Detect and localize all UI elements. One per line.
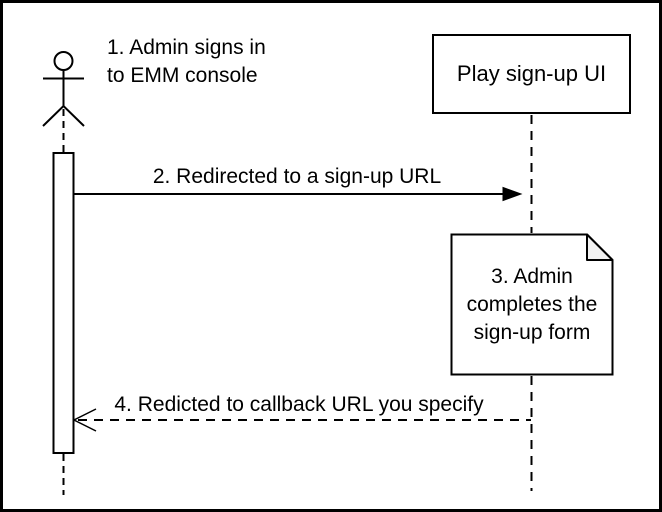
actor-head	[53, 51, 74, 71]
message-label-admin-signin-line2: to EMM console	[107, 64, 258, 87]
note-body	[450, 233, 614, 376]
message-label-admin-signin: 1. Admin signs in to EMM console	[107, 34, 266, 90]
actor-icon	[42, 51, 85, 127]
open-arrowhead-icon	[72, 408, 97, 432]
message-label-admin-signin-line1: 1. Admin signs in	[107, 36, 266, 59]
note-fold-icon	[586, 233, 614, 261]
actor-legs	[42, 104, 85, 127]
note-label-admin-completes-form: 3. Admin completes the sign-up form	[451, 234, 613, 375]
message-label-redirect-signup: 2. Redirected to a sign-up URL	[149, 166, 445, 187]
solid-arrowhead-icon	[502, 186, 523, 202]
participant-play-signup-ui-label: Play sign-up UI	[456, 61, 607, 86]
note-label-line3: sign-up form	[473, 320, 591, 344]
note-shape	[450, 233, 614, 376]
message-label-redirect-callback: 4. Redicted to callback URL you specify	[111, 394, 487, 415]
participant-play-signup-ui: Play sign-up UI	[432, 34, 631, 114]
diagram-shapes	[42, 51, 614, 495]
message-arrow-redirect-callback	[72, 408, 531, 432]
note-label-line1: 3. Admin	[491, 264, 573, 288]
message-arrow-redirect-signup	[74, 186, 523, 202]
actor-activation-bar	[52, 152, 75, 454]
note-label-line2: completes the	[466, 292, 598, 316]
